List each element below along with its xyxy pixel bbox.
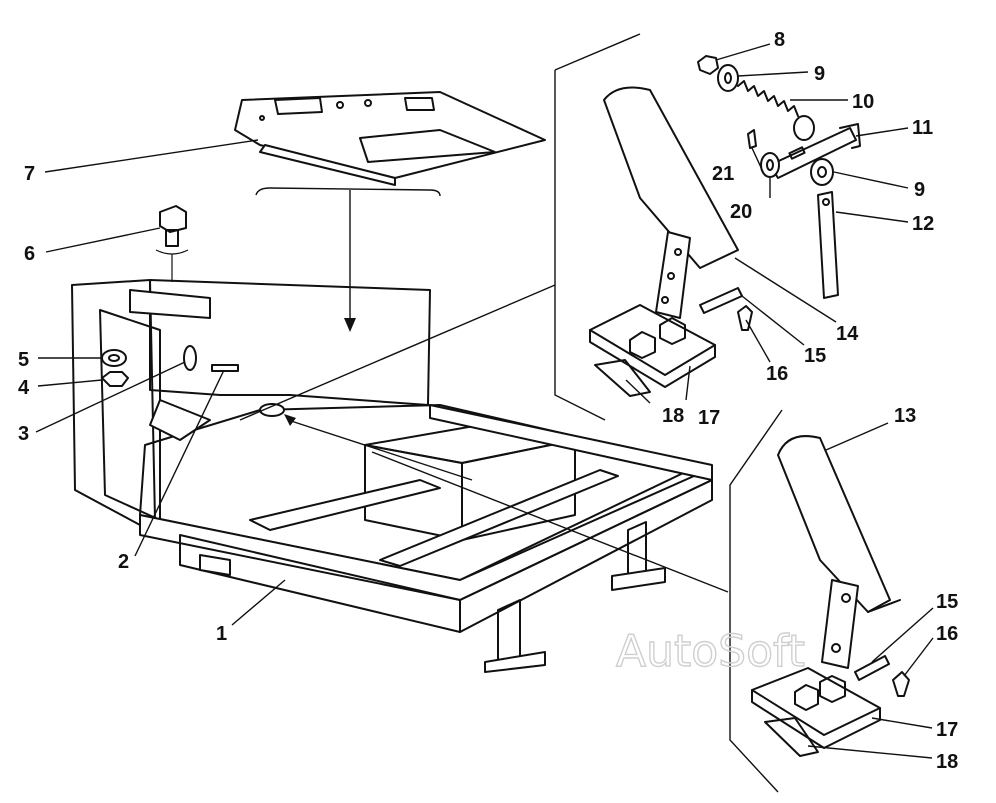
pedal-base-top	[589, 304, 716, 376]
callout-21: 21	[712, 163, 734, 185]
clip-part-3	[183, 345, 197, 371]
washer-part-9-top	[717, 64, 739, 92]
frame-right-rail	[459, 479, 713, 633]
callout-labels: 1 2 3 4 5 6 7 8 9 9 10 11 12 13 14 15 15…	[18, 29, 958, 773]
spring-part-10	[737, 80, 799, 117]
callout-14: 14	[836, 323, 859, 345]
assembly-bracket	[255, 187, 441, 197]
floor-cover-part-7	[234, 91, 546, 186]
cross-member-2	[379, 469, 619, 567]
cotter-part-16-bottom	[892, 671, 910, 697]
callout-13: 13	[894, 405, 916, 427]
pedal-stop-top	[594, 359, 651, 397]
cotter-part-21	[747, 129, 757, 149]
callout-15-bottom: 15	[936, 591, 958, 613]
rear-wall-panel	[149, 279, 431, 406]
leader-lines	[35, 43, 934, 759]
floor-hole	[259, 403, 285, 417]
callout-3: 3	[18, 423, 29, 445]
callout-1: 1	[216, 623, 227, 645]
washer-part-10-end	[793, 115, 815, 141]
callout-20: 20	[730, 201, 752, 223]
pedal-pad-bottom	[777, 435, 891, 613]
frame-right-side	[429, 404, 713, 481]
callout-9-bottom: 9	[914, 179, 925, 201]
pin-part-15-top	[699, 287, 743, 314]
washer-part-5	[101, 349, 127, 367]
frame-leg-left	[199, 554, 231, 576]
watermark-text: AutoSoft	[616, 626, 805, 677]
frame-leg-front-foot	[484, 651, 546, 673]
callout-18-top: 18	[662, 405, 684, 427]
washer-part-9-bottom	[810, 158, 834, 186]
callout-12: 12	[912, 213, 934, 235]
callout-8: 8	[774, 29, 785, 51]
pedal-pad-top	[603, 86, 739, 269]
callout-9-top: 9	[814, 63, 825, 85]
callout-6: 6	[24, 243, 35, 265]
callout-18-bottom: 18	[936, 751, 958, 773]
callout-17-top: 17	[698, 407, 720, 429]
callout-2: 2	[118, 551, 129, 573]
frame-leg-right-foot	[611, 567, 666, 591]
callout-7: 7	[24, 163, 35, 185]
wall-bracket	[129, 289, 211, 319]
callout-5: 5	[18, 349, 29, 371]
nut-part-8	[697, 55, 719, 75]
pedal-stop-bottom	[764, 717, 819, 757]
callout-16-bottom: 16	[936, 623, 958, 645]
cross-member-1	[249, 479, 441, 531]
pedal-hinge-nut-top	[629, 331, 656, 359]
callout-11: 11	[912, 117, 933, 139]
pedal-assembly-top	[554, 33, 753, 421]
bolt-part-6	[155, 205, 189, 282]
pedal-arm-bottom	[821, 579, 859, 669]
callout-4: 4	[18, 377, 30, 399]
console-box-side	[461, 439, 576, 541]
pedal-assembly-bottom	[729, 409, 910, 793]
linkage-hardware	[697, 55, 861, 299]
callout-10: 10	[852, 91, 874, 113]
callout-16-top: 16	[766, 363, 788, 385]
callout-17-bottom: 17	[936, 719, 958, 741]
link-part-12	[817, 191, 839, 299]
cab-floor-assembly	[71, 279, 713, 673]
pin-part-15-bottom	[854, 655, 890, 681]
assembly-arrow-head	[344, 318, 356, 332]
nut-part-4	[101, 371, 129, 387]
washer-part-20	[760, 152, 780, 178]
stud-part-2	[211, 364, 239, 372]
washer-part-5-hole	[108, 354, 120, 362]
callout-15-top: 15	[804, 345, 826, 367]
